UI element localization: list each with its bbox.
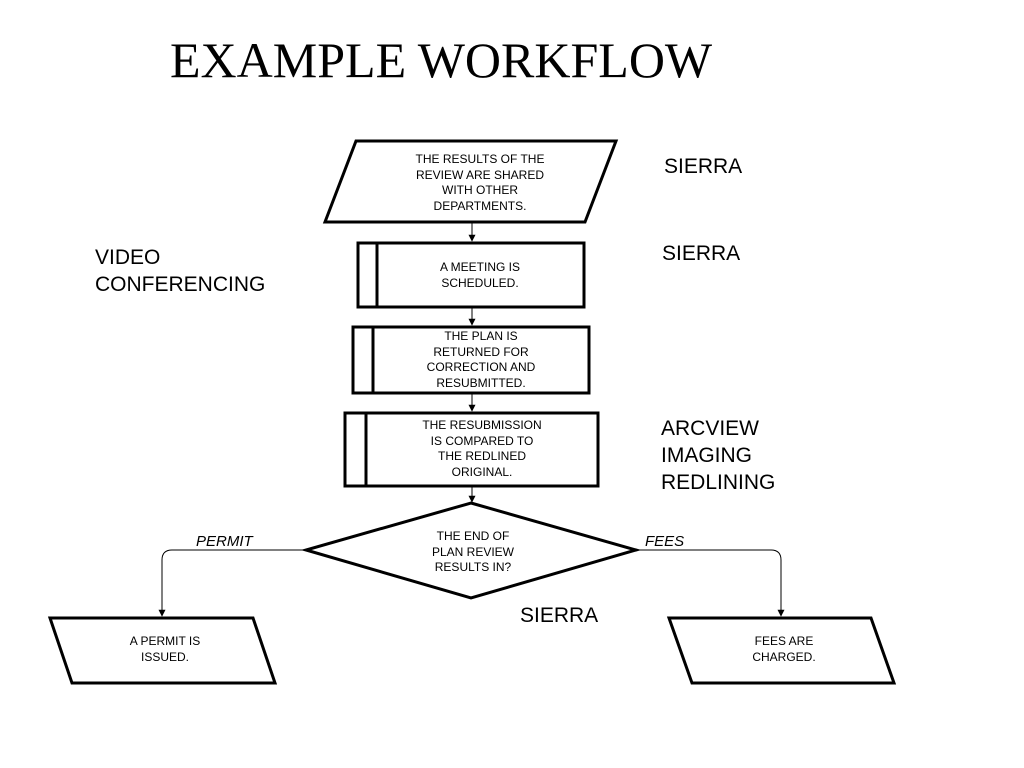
tool-label-meeting: SIERRA [662, 242, 741, 265]
permit-branch-label: PERMIT [196, 533, 253, 550]
compared-text: THE RESUBMISSION IS COMPARED TO THE REDL… [422, 418, 542, 479]
decision-text: THE END OF PLAN REVIEW RESULTS IN? [431, 529, 515, 574]
permit-issued-shape [47, 616, 278, 685]
tool-label-decision: SIERRA [520, 604, 599, 627]
fees-charged-text: FEES ARE CHARGED. [752, 634, 816, 664]
returned-text: THE PLAN IS RETURNED FOR CORRECTION AND … [426, 329, 536, 390]
fees-charged-shape [666, 616, 897, 685]
connector-fees-branch [636, 549, 785, 617]
permit-issued-text: A PERMIT IS ISSUED. [129, 634, 201, 664]
returned-shape [351, 325, 591, 395]
decision-shape [300, 501, 642, 600]
shared-results-text: THE RESULTS OF THE REVIEW ARE SHARED WIT… [415, 152, 545, 213]
tool-label-video: VIDEO CONFERENCING [95, 246, 266, 296]
meeting-shape [356, 241, 586, 309]
fees-branch-label: FEES [645, 533, 685, 550]
tool-label-compared: ARCVIEW IMAGING REDLINING [661, 417, 776, 494]
shared-results-shape [322, 139, 619, 224]
meeting-text: A MEETING IS SCHEDULED. [439, 260, 520, 290]
page-title: EXAMPLE WORKFLOW [170, 32, 713, 88]
tool-label-shared: SIERRA [664, 155, 743, 178]
connector-permit-branch [158, 549, 306, 617]
